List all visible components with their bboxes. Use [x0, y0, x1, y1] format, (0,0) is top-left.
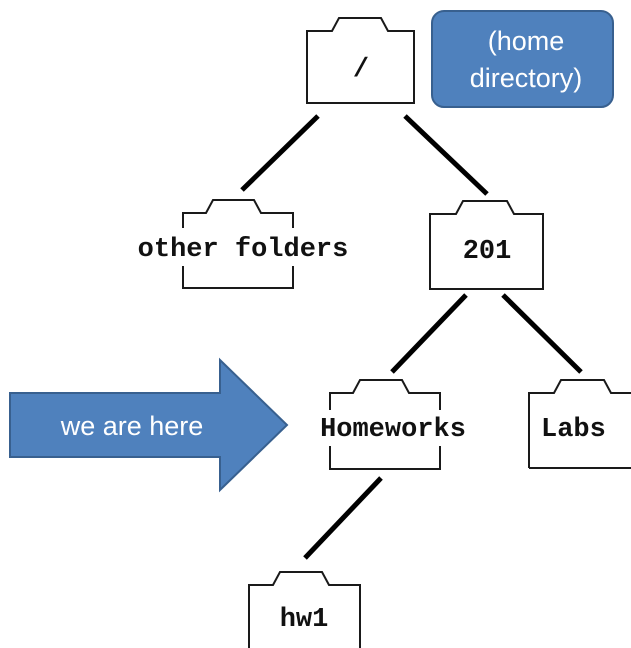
folder-icon: [528, 379, 631, 469]
folder-root[interactable]: /: [306, 17, 415, 104]
folder-other-folders[interactable]: other folders: [138, 199, 349, 289]
folder-label: Homeworks: [320, 415, 466, 445]
folder-icon: [306, 17, 415, 104]
edge-root-201: [403, 114, 489, 196]
folder-label: other folders: [138, 235, 349, 265]
folder-icon: [429, 200, 544, 290]
folder-hw1[interactable]: hw1: [248, 571, 361, 648]
callout-line-2: directory): [470, 63, 583, 93]
folder-label: hw1: [280, 605, 329, 635]
folder-icon: [248, 571, 361, 648]
tree-edges: [240, 114, 583, 560]
edge-root-other: [240, 114, 320, 192]
folder-label: /: [353, 55, 369, 85]
folder-icon: [329, 379, 441, 470]
edge-201-homeworks: [390, 293, 468, 374]
folder-icon: [182, 199, 294, 289]
folder-201[interactable]: 201: [429, 200, 544, 290]
arrow-label: we are here: [60, 411, 204, 441]
we-are-here-arrow: we are here: [9, 357, 289, 493]
arrow-right-icon: [9, 357, 289, 493]
callout-box: [431, 10, 614, 108]
folder-homeworks[interactable]: Homeworks: [320, 379, 466, 470]
home-directory-callout: (home directory): [431, 10, 614, 108]
callout-line-1: (home: [488, 26, 565, 56]
folder-labs[interactable]: Labs: [528, 379, 631, 469]
folder-label: 201: [463, 237, 512, 267]
edge-201-labs: [501, 293, 583, 374]
edge-homeworks-hw1: [303, 476, 383, 560]
folder-label: Labs: [541, 415, 606, 445]
